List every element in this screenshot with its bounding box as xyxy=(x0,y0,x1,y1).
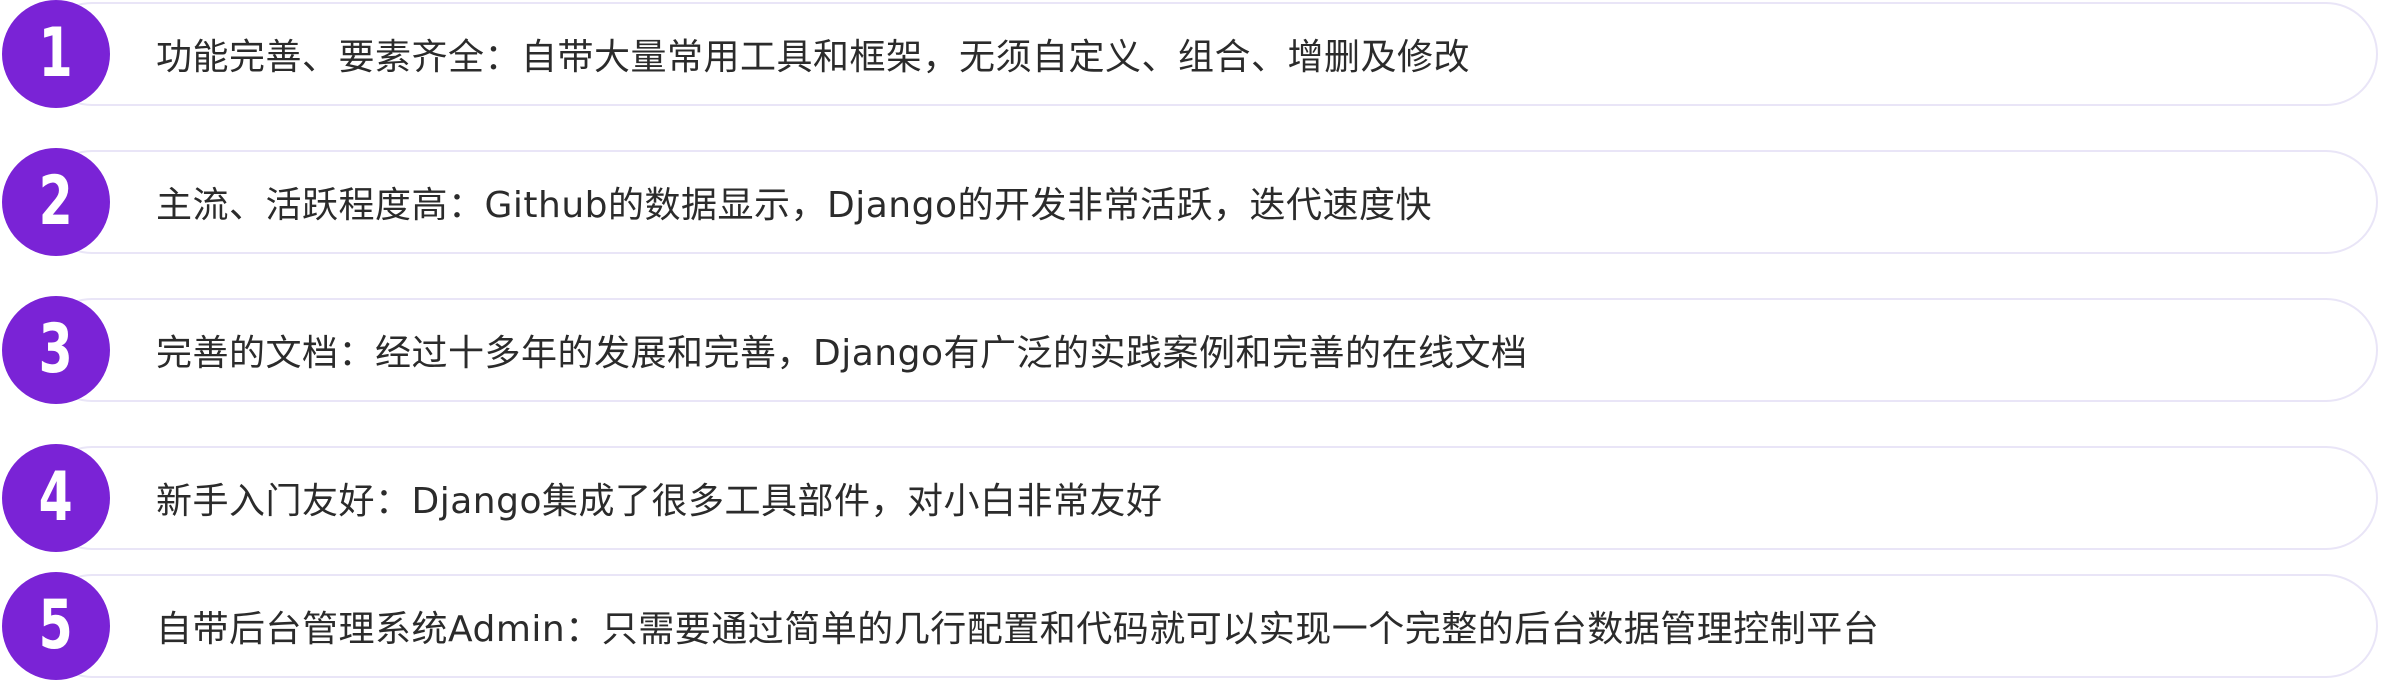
item-number: 1 xyxy=(38,14,74,93)
item-text: 新手入门友好：Django集成了很多工具部件，对小白非常友好 xyxy=(156,481,1163,522)
list-item: 5 自带后台管理系统Admin：只需要通过简单的几行配置和代码就可以实现一个完整… xyxy=(0,572,2384,682)
number-circle xyxy=(2,572,110,680)
number-circle xyxy=(2,148,110,256)
item-text: 主流、活跃程度高：Github的数据显示，Django的开发非常活跃，迭代速度快 xyxy=(156,185,1432,226)
number-badge: 3 xyxy=(0,296,112,404)
item-pill xyxy=(40,446,2378,550)
number-circle xyxy=(2,296,110,404)
item-number: 3 xyxy=(38,310,74,389)
list-item: 4 新手入门友好：Django集成了很多工具部件，对小白非常友好 xyxy=(0,444,2384,554)
number-badge: 4 xyxy=(0,444,112,552)
item-number: 2 xyxy=(38,162,74,241)
number-badge: 5 xyxy=(0,572,112,680)
list-item: 1 功能完善、要素齐全：自带大量常用工具和框架，无须自定义、组合、增删及修改 xyxy=(0,0,2384,110)
list-item: 3 完善的文档：经过十多年的发展和完善，Django有广泛的实践案例和完善的在线… xyxy=(0,296,2384,406)
item-text: 完善的文档：经过十多年的发展和完善，Django有广泛的实践案例和完善的在线文档 xyxy=(156,333,1528,374)
number-badge: 1 xyxy=(0,0,112,108)
number-badge: 2 xyxy=(0,148,112,256)
item-pill xyxy=(40,150,2378,254)
list-item: 2 主流、活跃程度高：Github的数据显示，Django的开发非常活跃，迭代速… xyxy=(0,148,2384,258)
item-pill xyxy=(40,2,2378,106)
item-number: 5 xyxy=(38,586,74,665)
item-pill xyxy=(40,298,2378,402)
item-text: 功能完善、要素齐全：自带大量常用工具和框架，无须自定义、组合、增删及修改 xyxy=(156,37,1471,78)
number-circle xyxy=(2,444,110,552)
number-circle xyxy=(2,0,110,108)
item-pill xyxy=(40,574,2378,678)
item-number: 4 xyxy=(38,458,74,537)
item-text: 自带后台管理系统Admin：只需要通过简单的几行配置和代码就可以实现一个完整的后… xyxy=(156,609,1880,650)
